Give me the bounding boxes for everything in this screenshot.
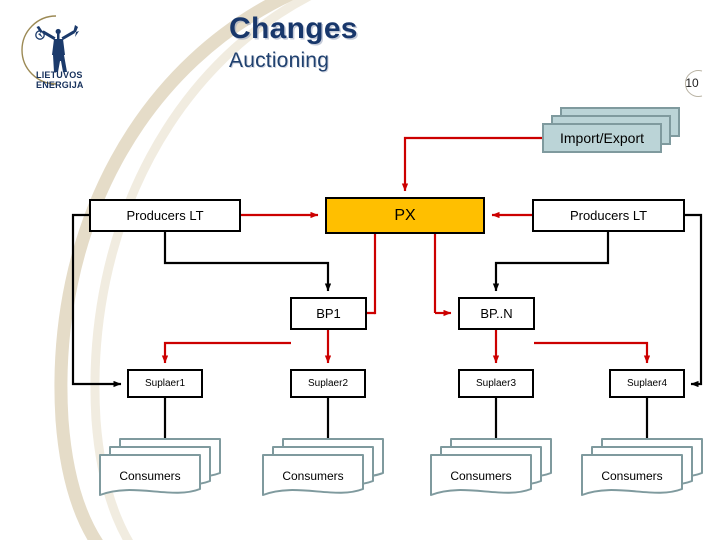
node-shape-layer-0 <box>430 454 532 496</box>
node-producers_lt_left[interactable]: Producers LT <box>89 199 241 232</box>
node-shape <box>89 199 241 232</box>
node-producers_lt_right[interactable]: Producers LT <box>532 199 685 232</box>
edge-importexport-px <box>401 136 543 192</box>
page-subtitle: Auctioning <box>229 49 330 72</box>
node-shape <box>290 297 367 330</box>
node-label: Producers LT <box>126 208 203 223</box>
node-suplaer4[interactable]: Suplaer4 <box>609 369 685 398</box>
node-bp1[interactable]: BP1 <box>290 297 367 330</box>
node-consumers2[interactable]: Consumers <box>262 438 384 496</box>
node-label: Consumers <box>601 469 662 483</box>
node-consumers4[interactable]: Consumers <box>581 438 703 496</box>
node-shape-layer-0 <box>542 123 662 153</box>
node-label: Suplaer2 <box>308 378 348 389</box>
page-title: Changes <box>229 12 358 45</box>
edge-producersleft-bp1 <box>163 231 332 292</box>
node-label: Import/Export <box>560 130 644 146</box>
edge-producersright-suplaer4 <box>684 213 703 388</box>
logo: LIETUVOS ENERGIJA <box>12 12 104 98</box>
node-import_export[interactable]: Import/Export <box>542 107 680 153</box>
node-suplaer2[interactable]: Suplaer2 <box>290 369 366 398</box>
edge-bp1-suplaer1 <box>161 341 291 364</box>
node-label: PX <box>394 207 416 224</box>
node-consumers1[interactable]: Consumers <box>99 438 221 496</box>
node-shape <box>458 297 535 330</box>
logo-mark-icon <box>21 15 79 85</box>
node-label: Suplaer3 <box>476 378 516 389</box>
edge-px-bp1 <box>373 233 377 315</box>
node-shape-layer-0 <box>99 454 201 496</box>
node-bpn[interactable]: BP..N <box>458 297 535 330</box>
edge-producersleft-suplaer1 <box>71 213 122 388</box>
node-consumers3[interactable]: Consumers <box>430 438 552 496</box>
node-label: Consumers <box>119 469 180 483</box>
node-label: Consumers <box>450 469 511 483</box>
node-shape <box>532 199 685 232</box>
node-label: Suplaer1 <box>145 378 185 389</box>
node-shape <box>127 369 203 398</box>
edge-bpn-suplaer4 <box>534 341 651 364</box>
node-label: Producers LT <box>570 208 647 223</box>
node-shape-layer-0 <box>581 454 683 496</box>
logo-wordmark: LIETUVOS ENERGIJA <box>36 70 106 90</box>
node-shape-layer-0 <box>262 454 364 496</box>
node-label: Consumers <box>282 469 343 483</box>
node-shape <box>325 197 485 234</box>
logo-line-1: LIETUVOS <box>36 70 83 80</box>
node-shape <box>458 369 534 398</box>
node-shape <box>609 369 685 398</box>
node-label: Suplaer4 <box>627 378 667 389</box>
edge-producersright-bpn <box>492 231 610 292</box>
node-suplaer3[interactable]: Suplaer3 <box>458 369 534 398</box>
logo-line-2: ENERGIJA <box>36 80 84 90</box>
page-number-text: 10 <box>685 76 699 90</box>
node-shape <box>290 369 366 398</box>
page-number-arc-icon <box>685 70 703 97</box>
page-number-badge: 10 <box>676 68 712 102</box>
node-label: BP1 <box>316 306 341 321</box>
node-label: BP..N <box>480 306 512 321</box>
node-px[interactable]: PX <box>325 197 485 234</box>
node-suplaer1[interactable]: Suplaer1 <box>127 369 203 398</box>
